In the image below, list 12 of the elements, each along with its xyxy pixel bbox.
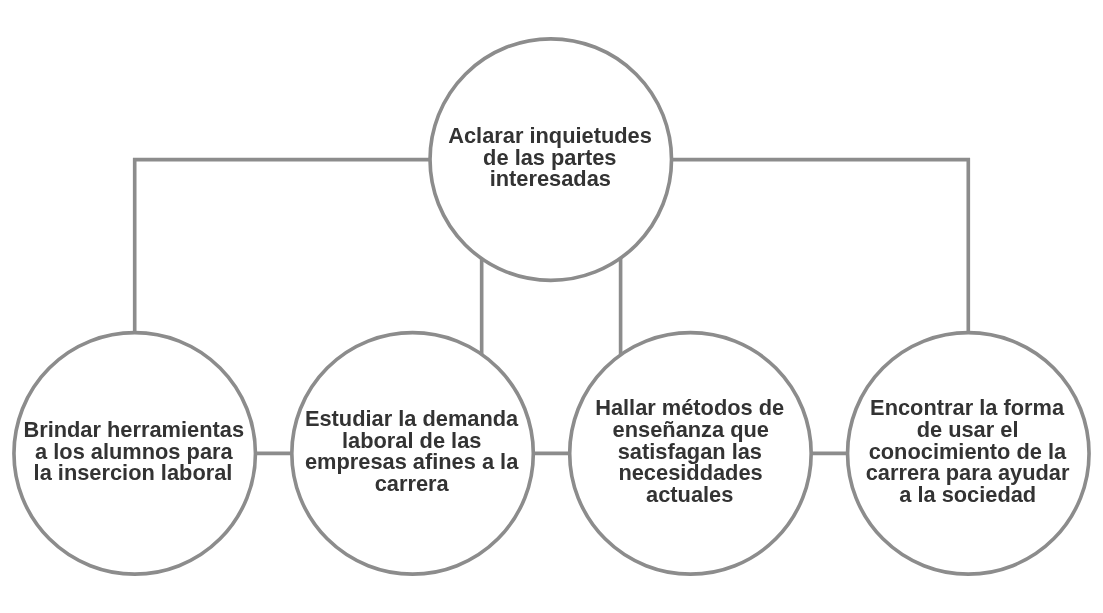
node-circle: Brindar herramientas a los alumnos para la insercion laboral: [12, 330, 258, 576]
connector: [671, 157, 971, 333]
connector: [132, 157, 430, 333]
connector: [618, 258, 623, 355]
node-circle: Hallar métodos de enseñanza que satisfagan las necesiddades actuales: [567, 330, 813, 576]
node-circle: Estudiar la demanda laboral de las empresas afines a la carrera: [290, 330, 536, 576]
node-circle: Encontrar la forma de usar el conocimiento de la carrera para ayudar a la sociedad: [845, 330, 1091, 576]
connector: [811, 451, 848, 456]
connector: [479, 258, 484, 355]
connector: [255, 451, 292, 456]
connector: [533, 451, 570, 456]
node-circle: Aclarar inquietudes de las partes interesadas: [428, 37, 674, 283]
